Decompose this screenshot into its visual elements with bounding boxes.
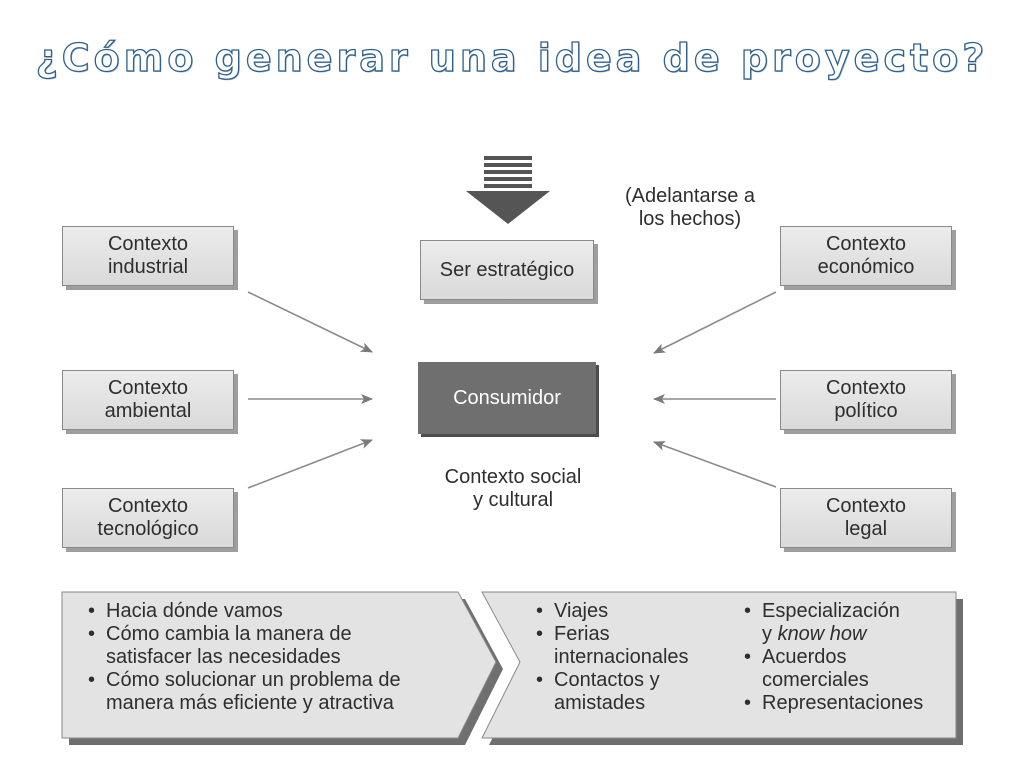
list-item: Viajes [532, 600, 722, 623]
social-label-line2: y cultural [472, 489, 554, 511]
anticipate-note-line1: (Adelantarse a [624, 185, 756, 207]
context-box-industrial: Contexto industrial [62, 226, 234, 286]
list-item: Acuerdos comerciales [740, 646, 950, 692]
context-label: Contexto [825, 495, 907, 517]
list-item: Especialización y know how [740, 600, 950, 646]
context-box-legal: Contexto legal [780, 488, 952, 548]
arrow-economico-to-consumer [653, 291, 777, 354]
context-box-economico: Contexto económico [780, 226, 952, 286]
context-label: Contexto [825, 377, 907, 399]
list-item: Cómo cambia la manera de satisfacer las … [84, 623, 464, 669]
context-label: legal [844, 518, 888, 540]
context-label: ambiental [104, 400, 192, 422]
context-label: tecnológico [97, 518, 199, 540]
social-label-line1: Contexto social [444, 466, 582, 488]
bottom-left-list: Hacia dónde vamos Cómo cambia la manera … [84, 600, 464, 715]
list-item: Cómo solucionar un problema de manera má… [84, 669, 464, 715]
strategic-box: Ser estratégico [420, 240, 594, 300]
context-label: Contexto [107, 233, 189, 255]
anticipate-note: (Adelantarse a los hechos) [600, 185, 780, 231]
strategic-label: Ser estratégico [439, 258, 575, 281]
arrow-tecnologico-to-consumer [247, 439, 373, 489]
social-cultural-context-label: Contexto social y cultural [418, 466, 608, 512]
consumer-label: Consumidor [453, 386, 561, 409]
context-label: industrial [107, 256, 189, 278]
down-arrow-icon [466, 156, 550, 224]
context-label: Contexto [825, 233, 907, 255]
context-box-tecnologico: Contexto tecnológico [62, 488, 234, 548]
bottom-right-list: Especialización y know how Acuerdos come… [740, 600, 950, 715]
page-title: ¿Cómo generar una idea de proyecto? [35, 35, 989, 80]
anticipate-note-line2: los hechos) [638, 208, 742, 230]
consumer-box: Consumidor [418, 362, 596, 434]
context-label: Contexto [107, 495, 189, 517]
context-box-ambiental: Contexto ambiental [62, 370, 234, 430]
list-item: Ferias internacionales [532, 623, 722, 669]
list-item: Representaciones [740, 692, 950, 715]
list-item: Contactos y amistades [532, 669, 722, 715]
bottom-middle-list: Viajes Ferias internacionales Contactos … [532, 600, 722, 715]
context-label: político [834, 400, 898, 422]
context-label: Contexto [107, 377, 189, 399]
list-item: Hacia dónde vamos [84, 600, 464, 623]
arrow-legal-to-consumer [653, 441, 777, 488]
arrow-industrial-to-consumer [247, 291, 373, 353]
context-label: económico [817, 256, 915, 278]
context-box-politico: Contexto político [780, 370, 952, 430]
